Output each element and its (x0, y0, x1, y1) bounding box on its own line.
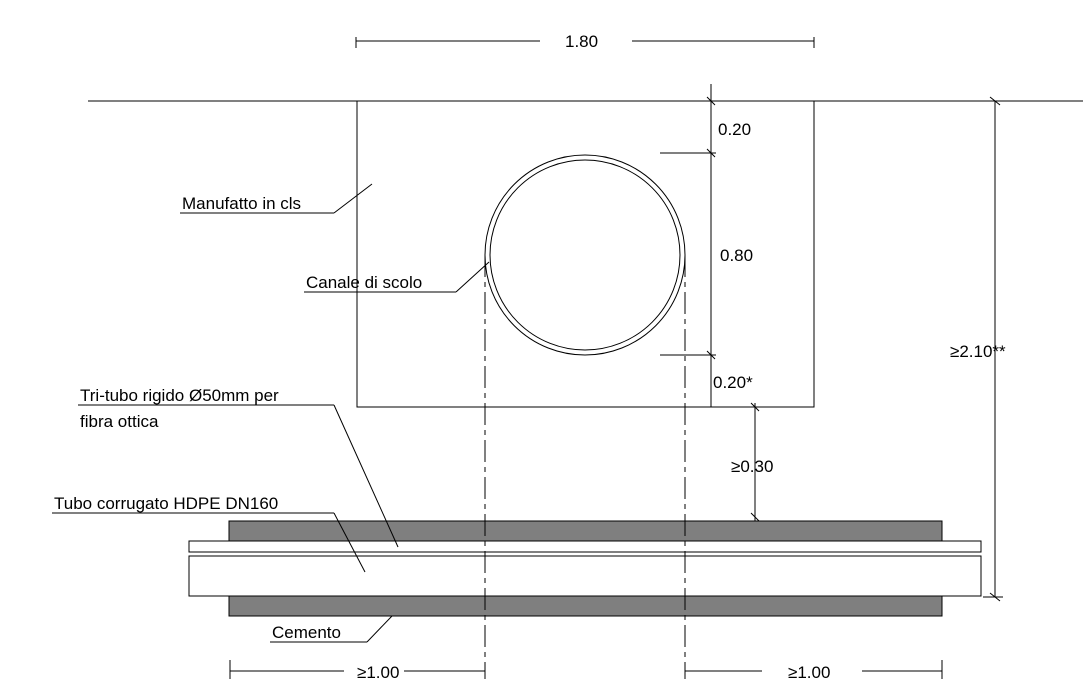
dimension-clearance: ≥0.30 (731, 402, 773, 522)
dimension-top-cover-label: 0.20 (718, 120, 751, 139)
label-drain-channel: Canale di scolo (306, 273, 422, 292)
drain-channel-outer (484, 154, 686, 356)
dimension-width: 1.80 (355, 32, 815, 51)
cement-bedding-top (228, 520, 943, 542)
cement-bedding-bottom (228, 595, 943, 617)
leader-drain-channel: Canale di scolo (304, 261, 490, 293)
drain-channel-inner (489, 159, 681, 351)
leader-corrugated-pipe: Tubo corrugato HDPE DN160 (52, 494, 366, 573)
dimension-left-extension-label: ≥1.00 (357, 663, 399, 679)
tri-duct-pipe (188, 540, 982, 553)
dimension-left-extension: ≥1.00 (229, 660, 485, 679)
label-tri-duct-line1: Tri-tubo rigido Ø50mm per (80, 386, 279, 405)
dimension-clearance-label: ≥0.30 (731, 457, 773, 476)
dimension-bottom-cover-label: 0.20* (713, 373, 753, 392)
leader-cement: Cemento (270, 615, 393, 643)
leader-tri-duct: Tri-tubo rigido Ø50mm per fibra ottica (78, 386, 399, 548)
dimension-right-extension-label: ≥1.00 (788, 663, 830, 679)
dimension-diameter-label: 0.80 (720, 246, 753, 265)
label-corrugated-pipe: Tubo corrugato HDPE DN160 (54, 494, 278, 513)
dimension-vertical-chain: 0.20 0.80 0.20* (660, 84, 753, 407)
leader-culvert: Manufatto in cls (180, 183, 373, 214)
dimension-right-extension: ≥1.00 (685, 660, 943, 679)
label-tri-duct-line2: fibra ottica (80, 412, 159, 431)
corrugated-hdpe-pipe (188, 555, 982, 597)
concrete-culvert (356, 100, 815, 408)
dimension-total-depth-label: ≥2.10** (950, 342, 1006, 361)
dimension-width-label: 1.80 (565, 32, 598, 51)
dimension-total-depth: ≥2.10** (950, 96, 1006, 602)
label-culvert: Manufatto in cls (182, 194, 301, 213)
label-cement: Cemento (272, 623, 341, 642)
